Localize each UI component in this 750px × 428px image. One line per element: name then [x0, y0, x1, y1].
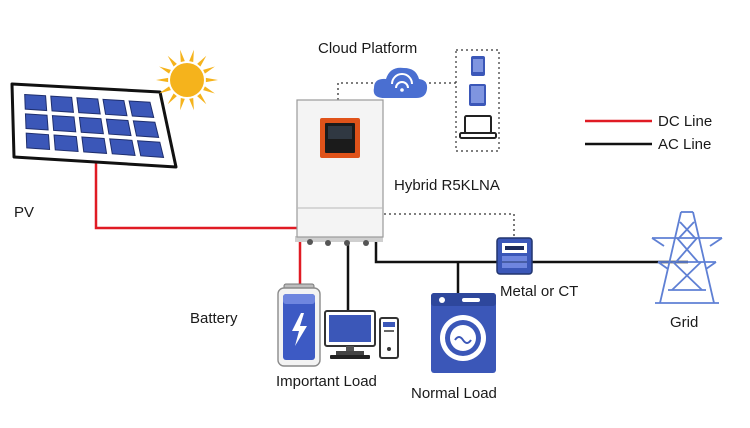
sun-ray [159, 66, 171, 74]
solar-cell [109, 138, 136, 156]
laptop-icon [459, 115, 497, 139]
washing-machine-icon [431, 293, 496, 373]
sun-ray [197, 55, 207, 67]
solar-cell [24, 93, 48, 112]
solar-cell [76, 97, 101, 115]
sun-ray [156, 77, 169, 83]
sun-ray [189, 97, 194, 111]
inverter-ports [307, 239, 369, 246]
sun-ray [205, 77, 218, 83]
sun-ray [180, 97, 185, 111]
label-meter: Metal or CT [500, 283, 579, 300]
electric-meter-icon [496, 237, 533, 275]
solar-cell [136, 140, 165, 158]
solar-cell [53, 134, 79, 152]
battery-icon [277, 283, 321, 367]
tablet-icon [469, 84, 486, 106]
cloud-wifi-icon [373, 67, 428, 98]
sun-ray [197, 93, 207, 105]
solar-panel-icon [10, 82, 178, 169]
sun-icon [156, 49, 218, 111]
transmission-tower-icon [651, 211, 723, 304]
inverter-icon [295, 99, 384, 246]
sun-ray [167, 55, 177, 67]
label-important-load: Important Load [276, 373, 377, 390]
solar-cell [128, 100, 155, 118]
sun-ray [180, 49, 185, 63]
label-cloud-platform: Cloud Platform [318, 40, 418, 57]
label-pv: PV [14, 204, 35, 221]
sun-ray [159, 86, 171, 94]
solar-cell [25, 132, 51, 151]
solar-cell [78, 116, 104, 135]
legend-dc-label: DC Line [658, 113, 713, 130]
solar-cell [132, 120, 160, 138]
label-normal-load: Normal Load [411, 385, 497, 402]
solar-cell [102, 98, 128, 117]
phone-icon [471, 56, 485, 76]
solar-cell [24, 113, 49, 131]
comm-line-cloud [337, 82, 456, 100]
ac-line-grid [374, 240, 688, 264]
solar-cell [81, 136, 108, 154]
dc-line-pv [94, 160, 300, 230]
sun-ray [203, 86, 215, 94]
sun-ray [203, 66, 215, 74]
devices-group [455, 49, 500, 152]
solar-cell [50, 95, 75, 113]
solar-cell [51, 115, 77, 133]
comm-line-meter [384, 213, 515, 238]
label-inverter: Hybrid R5KLNA [394, 177, 500, 194]
sun-ray [189, 49, 194, 63]
sun-ray [167, 93, 177, 105]
legend-ac-label: AC Line [658, 136, 712, 153]
desktop-computer-icon [324, 310, 399, 359]
label-battery: Battery [190, 310, 238, 327]
solar-cell [105, 118, 132, 137]
label-grid: Grid [670, 314, 699, 331]
